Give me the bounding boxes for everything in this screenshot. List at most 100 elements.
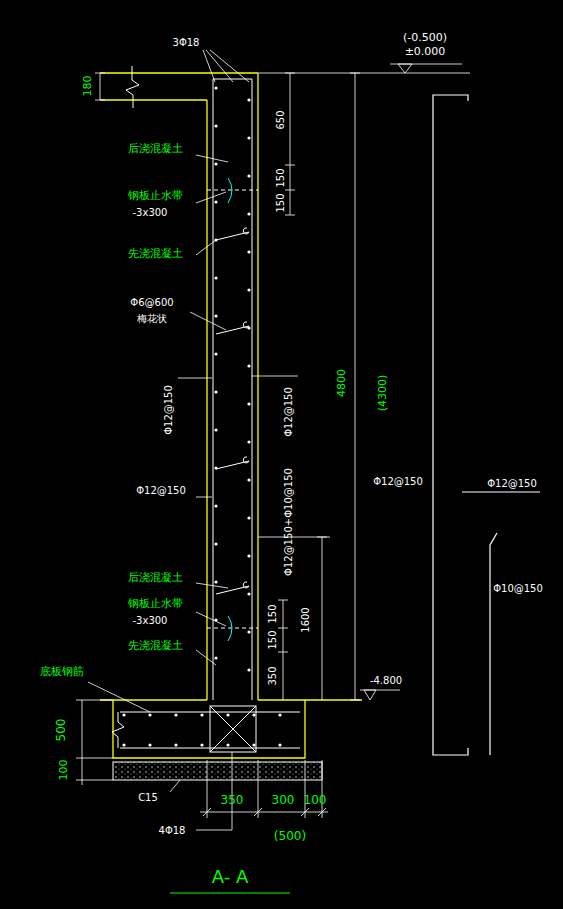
dimension-line bbox=[203, 808, 326, 816]
rebar bbox=[213, 79, 252, 700]
rebar-dot bbox=[214, 504, 217, 507]
rebar-dot bbox=[122, 86, 281, 746]
rebar-dot bbox=[247, 174, 250, 177]
dimension-label: 1600 bbox=[300, 607, 311, 632]
rebar-callout: 4Φ18 bbox=[159, 825, 186, 836]
elevation-label: ±0.000 bbox=[405, 46, 446, 58]
rebar-dot bbox=[214, 314, 217, 317]
material-label: 先浇混凝土 bbox=[128, 640, 183, 652]
rebar-detail bbox=[462, 491, 540, 492]
rebar-dot bbox=[200, 713, 203, 716]
tie-bar bbox=[216, 322, 249, 334]
dimension-label: 150 bbox=[275, 168, 286, 187]
leader-line bbox=[170, 780, 180, 792]
rebar-dot bbox=[214, 276, 217, 279]
concrete-outline bbox=[257, 73, 258, 700]
rebar-dot bbox=[122, 713, 125, 716]
dimension-line bbox=[278, 600, 288, 700]
dimension-label: 150 bbox=[275, 193, 286, 212]
rebar-dot bbox=[214, 86, 217, 89]
material-label: 钢板止水带 bbox=[128, 598, 183, 610]
water-stop bbox=[228, 178, 232, 203]
rebar-dot bbox=[247, 212, 250, 215]
rebar-dot bbox=[247, 630, 250, 633]
rebar-dot bbox=[252, 713, 255, 716]
rebar-detail bbox=[490, 533, 497, 755]
material-label: 钢板止水带 bbox=[128, 190, 183, 202]
spec-label: -3x300 bbox=[133, 615, 168, 626]
title-underline bbox=[170, 893, 290, 894]
rebar-dot bbox=[247, 288, 250, 291]
rebar-callout: 3Φ18 bbox=[173, 37, 200, 48]
rebar-dot bbox=[174, 743, 177, 746]
leader-line bbox=[196, 583, 228, 665]
dimension-label: (4300) bbox=[377, 375, 389, 412]
rebar-dot bbox=[174, 713, 177, 716]
rebar-dot bbox=[148, 713, 151, 716]
spec-label: -3x300 bbox=[133, 207, 168, 218]
rebar-dot bbox=[214, 200, 217, 203]
tie-bar bbox=[216, 582, 249, 594]
tie-bar bbox=[216, 228, 249, 594]
material-label: C15 bbox=[138, 792, 158, 803]
concrete-outline bbox=[100, 72, 258, 73]
leader-line bbox=[196, 752, 232, 830]
rebar-dot bbox=[214, 124, 217, 127]
rebar-callout: Φ12@150 bbox=[283, 387, 294, 437]
elevation-label: -4.800 bbox=[370, 675, 402, 686]
concrete-outline bbox=[258, 699, 362, 700]
dimension-line bbox=[258, 537, 330, 700]
rebar-dot bbox=[247, 516, 250, 519]
rebar-dot bbox=[278, 743, 281, 746]
rebar bbox=[210, 706, 256, 752]
rebar-callout: Φ12@150+Φ10@150 bbox=[283, 468, 294, 576]
rebar-dot bbox=[214, 580, 217, 583]
rebar-callout: Φ6@600 bbox=[130, 297, 173, 308]
rebar-dot bbox=[148, 743, 151, 746]
dimension-label: (500) bbox=[274, 830, 306, 843]
dimension-label: 100 bbox=[58, 760, 70, 781]
section-title: A- A bbox=[212, 867, 248, 887]
rebar-dot bbox=[278, 713, 281, 716]
rebar-dot bbox=[200, 743, 203, 746]
dimension-label: 150 bbox=[267, 604, 278, 623]
dimension-line bbox=[76, 700, 113, 785]
rebar-callout: Φ12@150 bbox=[373, 476, 423, 487]
water-stop bbox=[207, 178, 258, 641]
cushion bbox=[113, 762, 322, 780]
leader-line bbox=[88, 50, 298, 830]
dimension-line bbox=[360, 690, 400, 700]
leader-line bbox=[196, 155, 228, 255]
rebar-dot bbox=[247, 592, 250, 595]
rebar-callout: Φ12@150 bbox=[487, 478, 537, 489]
dimension-label: 180 bbox=[82, 76, 94, 97]
tie-bar bbox=[216, 457, 249, 469]
dimension-label: 350 bbox=[221, 794, 244, 807]
concrete-outline bbox=[113, 700, 305, 758]
dimension-label: 150 bbox=[267, 630, 278, 649]
tie-bar bbox=[216, 228, 249, 240]
material-label: 后浇混凝土 bbox=[128, 572, 183, 584]
part-label: 底板钢筋 bbox=[40, 666, 84, 678]
break-line bbox=[126, 66, 139, 108]
dimension-label: 4800 bbox=[336, 369, 348, 397]
dimension-label: 650 bbox=[275, 110, 286, 129]
rebar-dot bbox=[247, 136, 250, 139]
rebar-dot bbox=[252, 743, 255, 746]
dimension-line bbox=[76, 64, 470, 818]
rebar-detail bbox=[433, 95, 540, 755]
break-line bbox=[112, 712, 124, 748]
dimension-line bbox=[350, 73, 360, 700]
cushion bbox=[113, 762, 322, 780]
water-stop bbox=[228, 616, 232, 641]
leader-line bbox=[196, 497, 212, 498]
rebar-dot bbox=[247, 364, 250, 367]
rebar-callout: Φ12@150 bbox=[163, 385, 174, 435]
rebar-dot bbox=[247, 554, 250, 557]
leader-line bbox=[178, 376, 298, 378]
leader-line bbox=[190, 312, 226, 330]
rebar-dot bbox=[214, 162, 217, 165]
rebar-dot bbox=[214, 390, 217, 393]
